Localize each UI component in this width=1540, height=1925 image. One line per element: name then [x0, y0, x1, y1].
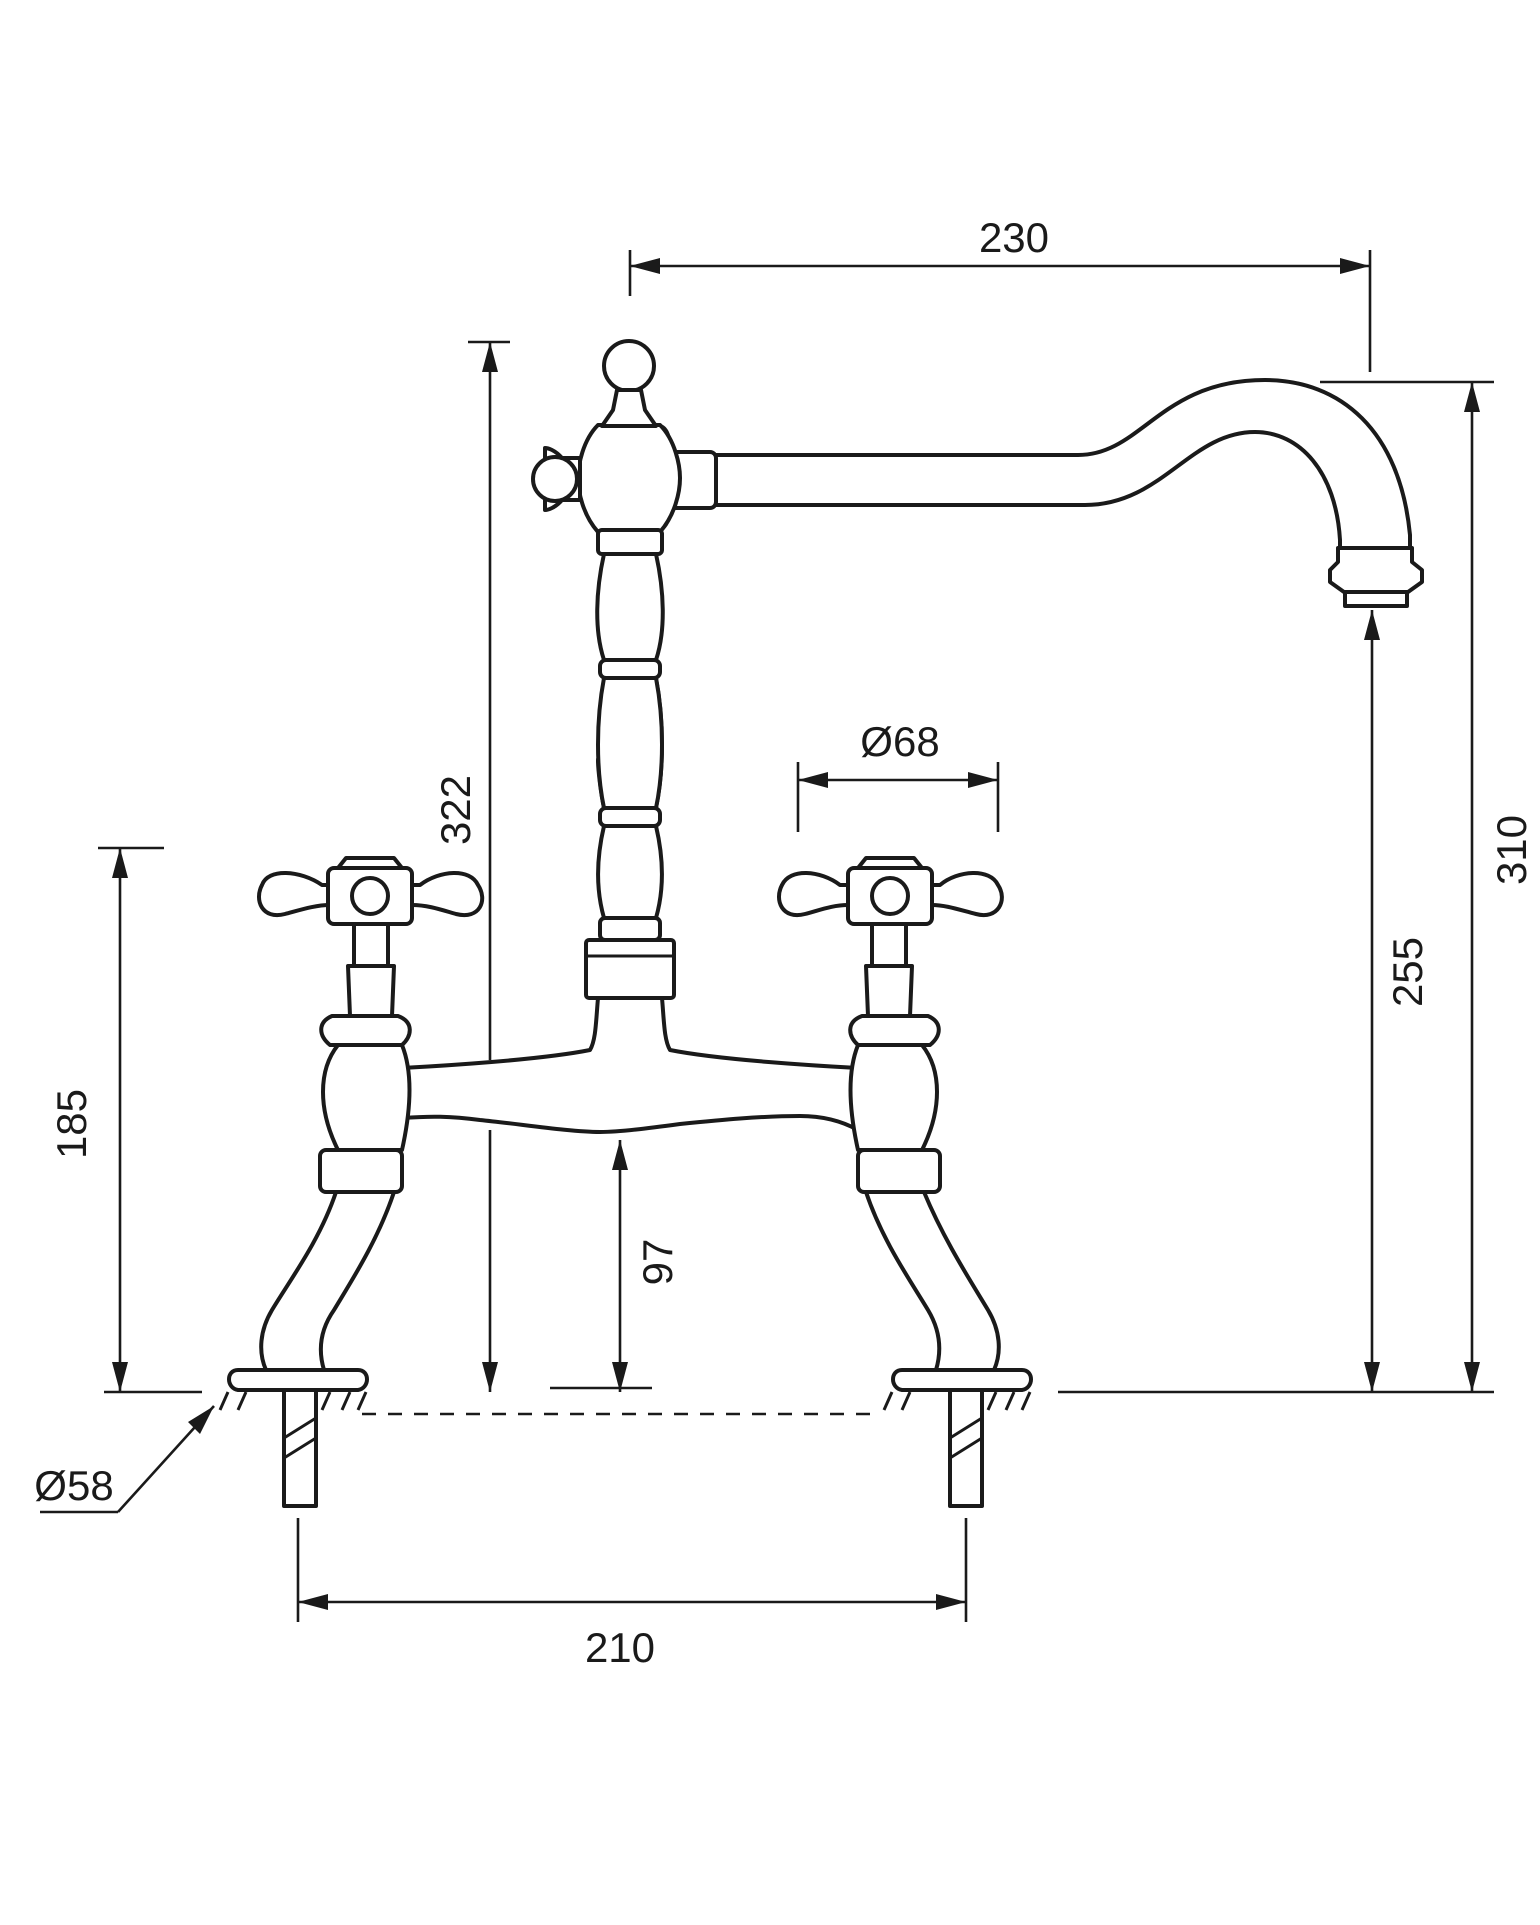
dim-handle-diameter: Ø68 — [860, 718, 939, 765]
aerator — [1343, 590, 1409, 608]
column-base-nut — [584, 938, 676, 1000]
dim-spout-tip-height: 310 — [1488, 815, 1535, 885]
dim-centers: 210 — [585, 1624, 655, 1671]
right-shroud — [864, 964, 914, 1018]
top-finial-neck — [600, 388, 658, 428]
dim-outlet-height: 255 — [1384, 937, 1431, 1007]
dim-bridge-clearance: 97 — [634, 1239, 681, 1286]
column-lower — [596, 824, 664, 920]
left-hatch — [218, 1391, 368, 1411]
spout — [704, 378, 1412, 550]
column-ring-2 — [598, 806, 662, 828]
countertop — [218, 1388, 1032, 1508]
top-finial-ball — [602, 339, 656, 393]
right-spindle — [870, 920, 908, 968]
column-middle-fill — [596, 676, 664, 810]
dim-flange-diameter: Ø58 — [34, 1462, 113, 1509]
left-handle-top — [336, 856, 404, 870]
left-spindle — [352, 920, 390, 968]
right-flange — [891, 1368, 1033, 1392]
bridge — [400, 996, 860, 1134]
right-collar — [856, 1148, 942, 1194]
column-upper — [595, 552, 665, 662]
right-handle-top — [856, 856, 924, 870]
left-valve-body — [321, 1043, 412, 1152]
spout-outlet — [1328, 546, 1424, 594]
column-ring-1 — [598, 658, 662, 680]
faucet-outline — [227, 339, 1424, 1392]
column-base-ring — [598, 916, 662, 942]
left-shroud — [346, 964, 396, 1018]
dim-handle-height: 185 — [48, 1089, 95, 1159]
left-leg — [259, 1190, 396, 1372]
side-knob — [531, 455, 579, 503]
left-collar — [318, 1148, 404, 1194]
right-valve-cap — [848, 1014, 941, 1047]
dim-total-height: 322 — [432, 775, 479, 845]
left-flange — [227, 1368, 369, 1392]
hub-bottom-collar — [596, 528, 664, 556]
dim-spout-reach: 230 — [979, 214, 1049, 261]
right-valve-body — [848, 1043, 939, 1152]
right-hatch — [882, 1391, 1032, 1411]
left-valve-cap — [319, 1014, 412, 1047]
hub-body — [576, 423, 682, 534]
right-leg — [864, 1190, 1001, 1372]
dimension-lines: 230 310 255 322 185 97 — [34, 214, 1535, 1671]
